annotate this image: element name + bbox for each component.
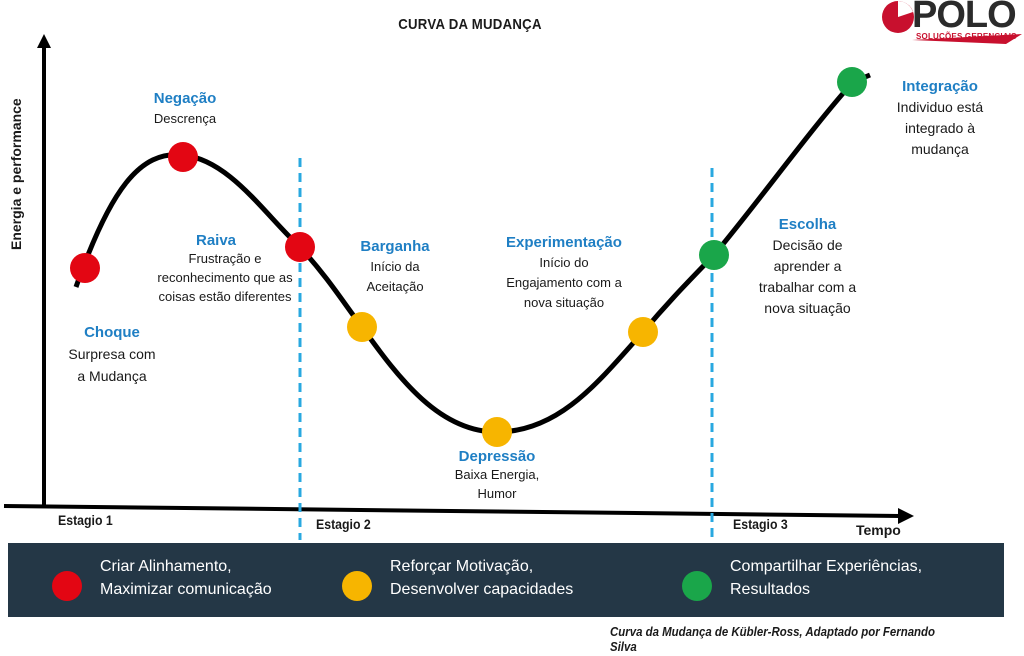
phase-name: Escolha: [778, 216, 837, 233]
marker-barganha: [347, 312, 377, 342]
legend-line: Compartilhar Experiências,: [730, 558, 923, 575]
change-curve-diagram: [3, 34, 914, 540]
phase-raiva: Raiva Frustração e reconhecimento que as…: [140, 232, 310, 306]
marker-negacao: [168, 142, 198, 172]
phase-desc-line: Início da: [370, 259, 420, 274]
legend-line: Reforçar Motivação,: [390, 558, 534, 575]
phase-desc-line: integrado à: [904, 120, 976, 136]
polo-logo: POLO SOLUÇÕES GERENCIAIS: [876, 0, 1022, 52]
phase-desc-line: Descrença: [153, 111, 217, 126]
phase-desc-line: aprender a: [773, 258, 842, 274]
stage-label-3: Estagio 3: [733, 516, 788, 532]
phase-desc-line: Baixa Energia,: [454, 467, 540, 482]
legend-line: Desenvolver capacidades: [390, 581, 574, 598]
stage-label-2: Estagio 2: [316, 516, 371, 532]
legend-item-red: Criar Alinhamento, Maximizar comunicação: [52, 555, 272, 601]
x-axis-arrow-icon: [898, 508, 914, 524]
phase-desc-line: nova situação: [523, 295, 605, 310]
green-dot-icon: [682, 571, 712, 601]
phase-desc-line: mudança: [911, 141, 969, 157]
logo-name: POLO: [912, 0, 1017, 36]
phase-desc-line: reconhecimento que as: [157, 270, 293, 285]
phase-choque: Choque Surpresa com a Mudança: [52, 324, 172, 387]
x-axis-label: Tempo: [856, 522, 901, 538]
marker-depressao: [482, 417, 512, 447]
phase-desc-line: Decisão de: [772, 237, 843, 253]
red-dot-icon: [52, 571, 82, 601]
legend-bar: Criar Alinhamento, Maximizar comunicação…: [8, 543, 1004, 617]
phase-name: Negação: [153, 90, 217, 107]
phase-desc-line: Início do: [539, 255, 589, 270]
phase-desc-line: nova situação: [764, 300, 851, 316]
legend-item-green: Compartilhar Experiências, Resultados: [682, 555, 922, 601]
phase-depressao: Depressão Baixa Energia, Humor: [432, 448, 562, 503]
phase-name: Choque: [84, 324, 140, 341]
phase-name: Barganha: [360, 238, 430, 255]
phase-name: Integração: [902, 78, 978, 95]
phase-experimentacao: Experimentação Início do Engajamento com…: [484, 234, 644, 313]
legend-line: Resultados: [730, 581, 811, 598]
phase-desc-line: Aceitação: [366, 279, 424, 294]
phase-barganha: Barganha Início da Aceitação: [340, 238, 450, 297]
phase-desc-line: Individuo está: [896, 99, 984, 115]
source-caption: Curva da Mudança de Kübler-Ross, Adaptad…: [610, 624, 936, 654]
y-axis-label-wrap: Energia e performance: [8, 70, 28, 250]
y-axis-arrow-icon: [37, 34, 51, 48]
phase-desc-line: Engajamento com a: [506, 275, 622, 290]
phase-desc-line: a Mudança: [77, 368, 147, 384]
marker-choque: [70, 253, 100, 283]
yellow-dot-icon: [342, 571, 372, 601]
phase-desc-line: trabalhar com a: [758, 279, 857, 295]
phase-desc-line: coisas estão diferentes: [158, 289, 292, 304]
phase-desc-line: Frustração e: [188, 251, 262, 266]
y-axis-label: Energia e performance: [8, 98, 24, 250]
marker-escolha: [699, 240, 729, 270]
x-axis: [3, 504, 901, 518]
legend-line: Criar Alinhamento,: [100, 558, 232, 575]
logo-subtitle: SOLUÇÕES GERENCIAIS: [916, 32, 1017, 41]
legend-item-yellow: Reforçar Motivação, Desenvolver capacida…: [342, 555, 573, 601]
phase-name: Experimentação: [506, 234, 622, 251]
marker-integracao: [837, 67, 867, 97]
phase-integracao: Integração Individuo está integrado à mu…: [880, 78, 1000, 160]
marker-experimentacao: [628, 317, 658, 347]
logo-mark-icon: [882, 1, 1022, 44]
phase-desc-line: Humor: [477, 486, 517, 501]
legend-line: Maximizar comunicação: [100, 581, 272, 598]
phase-desc-line: Surpresa com: [68, 346, 156, 362]
phase-escolha: Escolha Decisão de aprender a trabalhar …: [740, 216, 875, 319]
phase-negacao: Negação Descrença: [125, 90, 245, 129]
stage-label-1: Estagio 1: [58, 512, 113, 528]
phase-name: Depressão: [458, 448, 536, 465]
phase-name: Raiva: [195, 232, 237, 249]
diagram-title: CURVA DA MUDANÇA: [398, 16, 542, 33]
marker-raiva: [285, 232, 315, 262]
